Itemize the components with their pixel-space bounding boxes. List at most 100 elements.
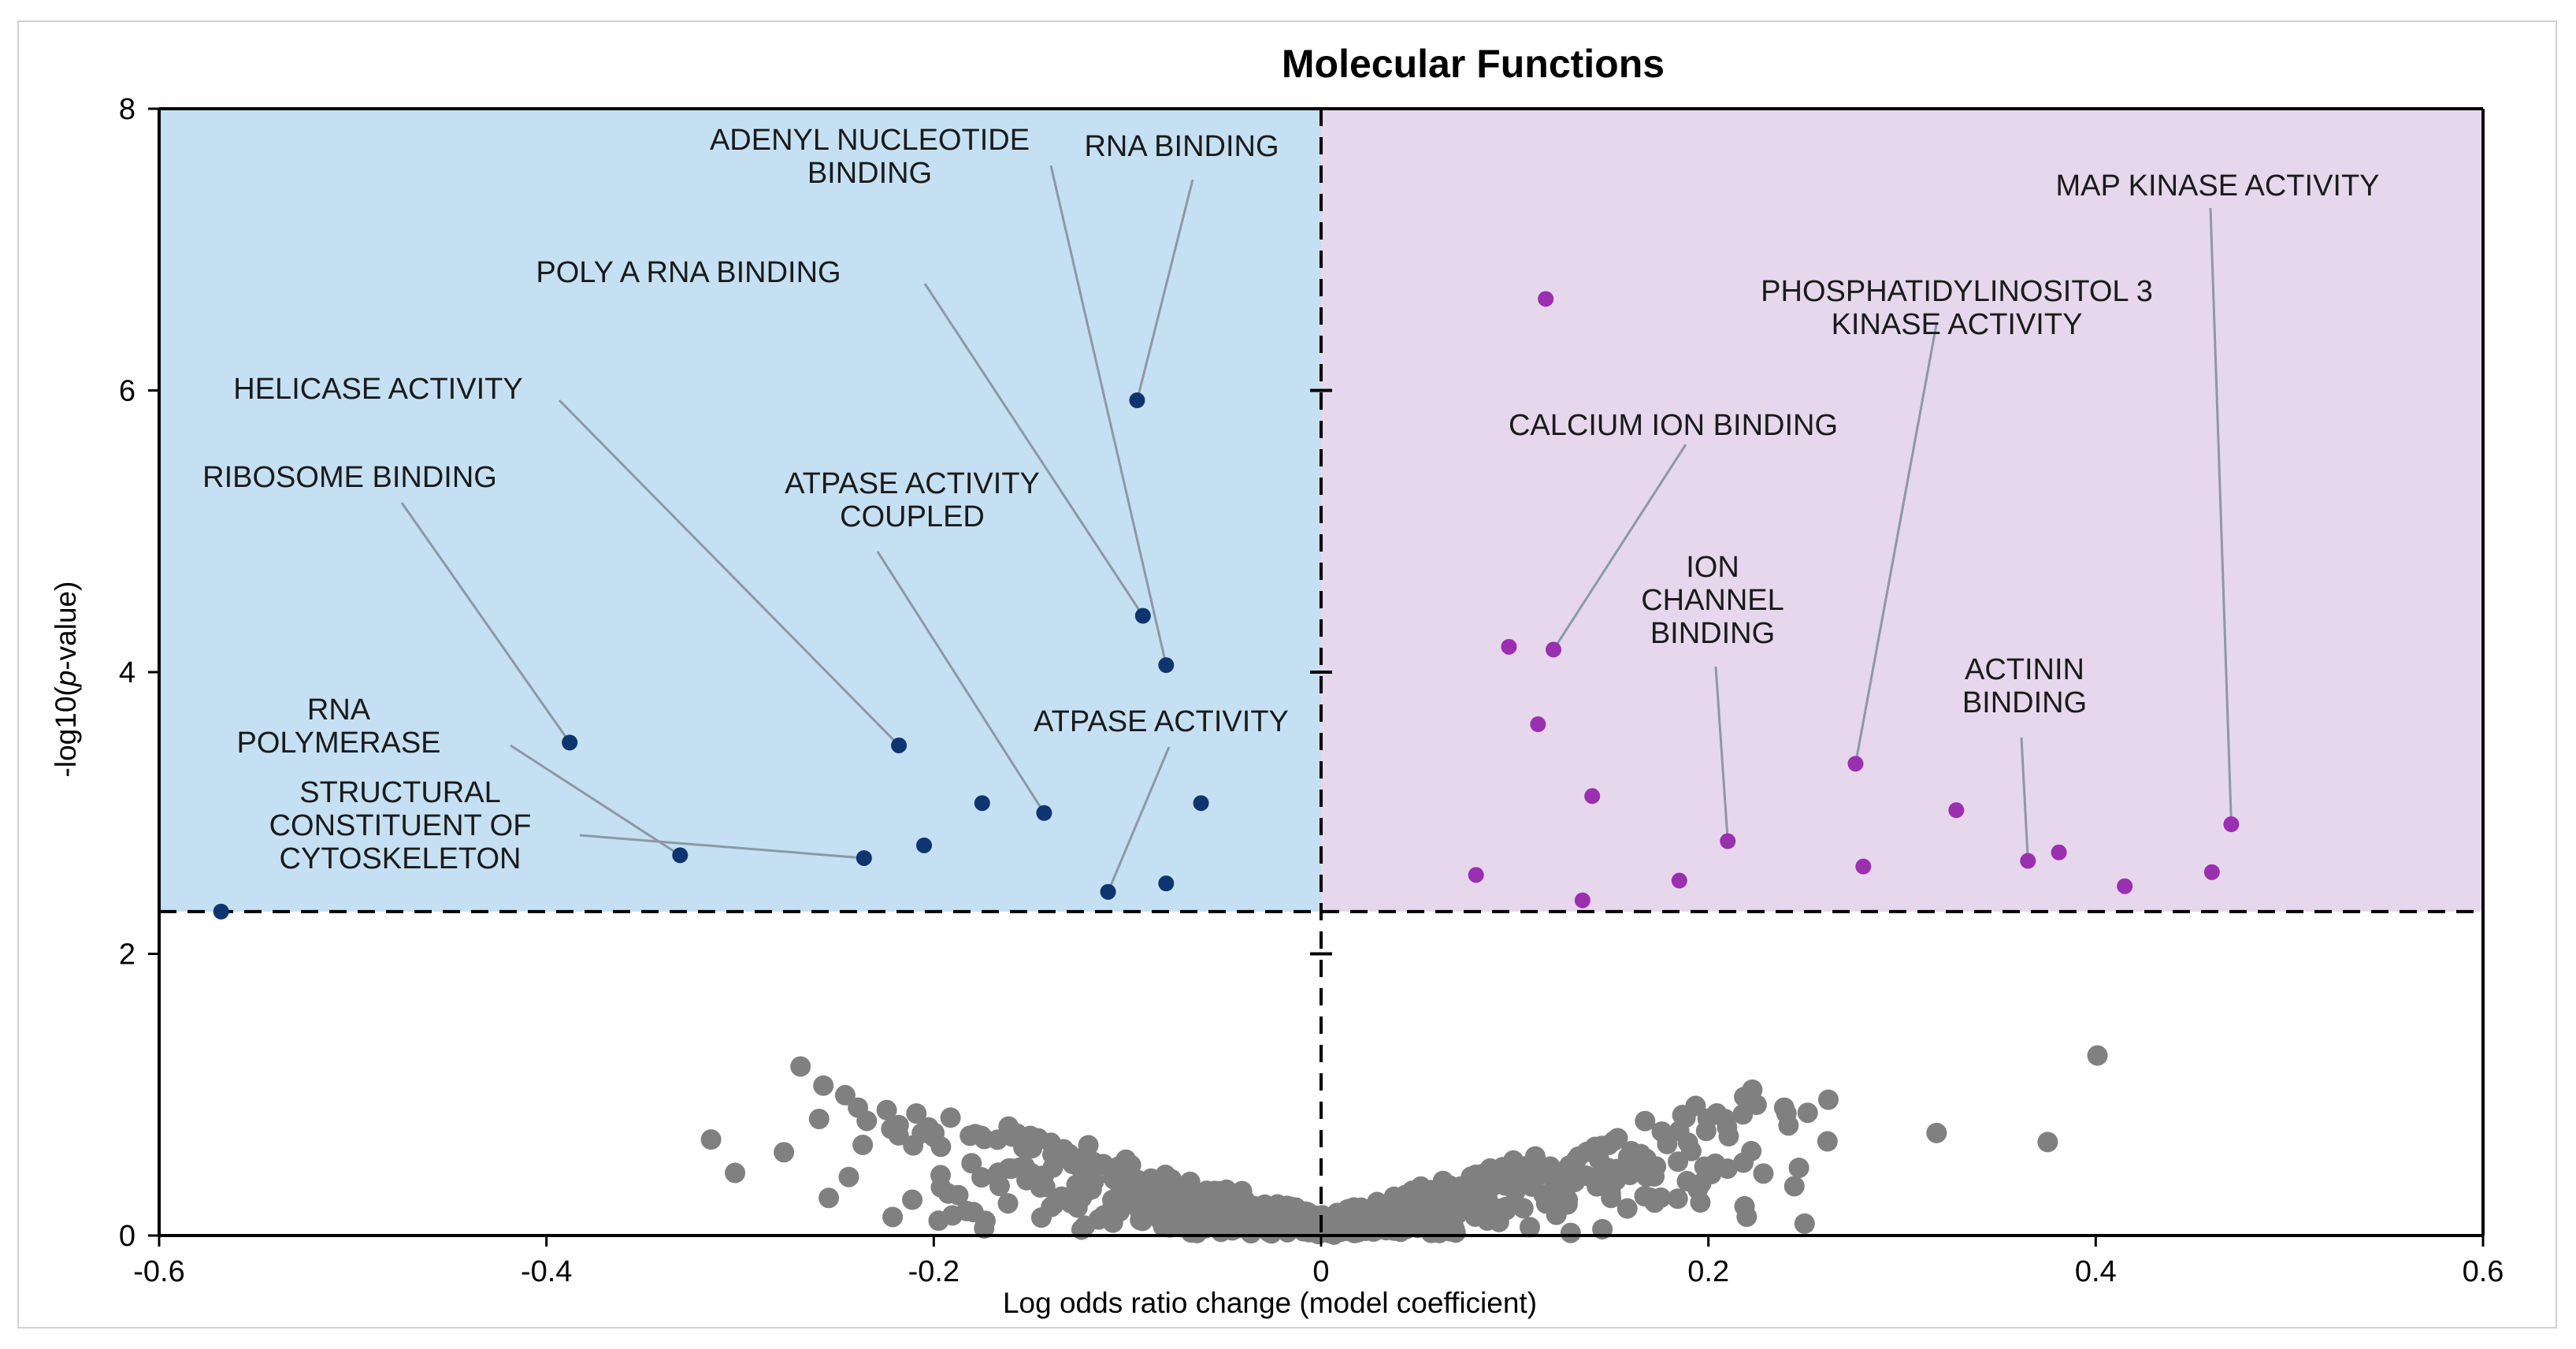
- decreased-term-point: [916, 837, 933, 853]
- decreased-term-point: [974, 795, 990, 812]
- increased-term-point: [1855, 858, 1872, 875]
- annotation-label-line: POLY A RNA BINDING: [536, 256, 841, 289]
- annotation-leader-line: [923, 283, 1145, 617]
- nonsignificant-point: [1424, 1201, 1446, 1222]
- nonsignificant-point: [1030, 1207, 1052, 1228]
- nonsignificant-point: [1093, 1154, 1114, 1176]
- nonsignificant-point: [876, 1099, 897, 1120]
- nonsignificant-point: [1557, 1189, 1579, 1210]
- nonsignificant-point: [1130, 1202, 1151, 1224]
- nonsignificant-point: [1479, 1175, 1500, 1196]
- nonsignificant-point: [930, 1165, 951, 1186]
- nonsignificant-point: [1601, 1187, 1622, 1209]
- nonsignificant-point: [1030, 1176, 1051, 1198]
- annotation-label-line: CONSTITUENT OF: [269, 809, 532, 842]
- x-tick-label: 0.4: [2075, 1255, 2117, 1288]
- nonsignificant-point: [1408, 1208, 1429, 1229]
- nonsignificant-point: [1657, 1133, 1678, 1154]
- nonsignificant-point: [1432, 1170, 1453, 1191]
- decreased-term-point: [1129, 392, 1145, 409]
- x-tick-label: 0: [1312, 1255, 1329, 1288]
- y-axis-label-italic: p: [50, 671, 82, 688]
- decreased-term-point: [1193, 795, 1209, 812]
- increased-term-point: [1538, 291, 1554, 307]
- nonsignificant-point: [1392, 1210, 1413, 1232]
- nonsignificant-point: [1156, 1175, 1177, 1196]
- nonsignificant-point: [1204, 1212, 1225, 1233]
- nonsignificant-point: [1675, 1107, 1696, 1128]
- nonsignificant-point: [1718, 1126, 1739, 1147]
- annotation-label-line: MAP KINASE ACTIVITY: [2055, 169, 2379, 203]
- nonsignificant-point: [1667, 1188, 1688, 1210]
- annotation-leader-line: [400, 502, 571, 744]
- nonsignificant-point: [1266, 1217, 1287, 1239]
- nonsignificant-point: [1776, 1102, 1797, 1124]
- nonsignificant-point: [1563, 1172, 1584, 1193]
- nonsignificant-point: [1488, 1211, 1509, 1232]
- nonsignificant-point: [1560, 1222, 1581, 1243]
- annotation-label-line: HELICASE ACTIVITY: [233, 373, 522, 406]
- nonsignificant-point: [1634, 1186, 1655, 1207]
- nonsignificant-point: [1078, 1135, 1099, 1156]
- annotation-label-line: PHOSPHATIDYLINOSITOL 3: [1761, 275, 2153, 308]
- x-tick-label: -0.6: [133, 1255, 184, 1288]
- decreased-term-point: [856, 849, 872, 866]
- nonsignificant-point: [882, 1206, 904, 1228]
- annotation-label-line: ATPASE ACTIVITY: [785, 467, 1040, 500]
- nonsignificant-point: [1524, 1146, 1546, 1167]
- nonsignificant-point: [1650, 1187, 1672, 1208]
- annotation-leader-line: [579, 834, 864, 860]
- nonsignificant-point: [1680, 1140, 1702, 1161]
- increased-term-point: [1468, 867, 1484, 883]
- annotation-leader-line: [558, 399, 900, 747]
- nonsignificant-point: [1042, 1157, 1063, 1178]
- annotation-label-line: ACTININ: [1965, 653, 2084, 686]
- annotation-label-line: BINDING: [1650, 617, 1775, 650]
- nonsignificant-point: [1797, 1102, 1818, 1124]
- nonsignificant-point: [1635, 1110, 1656, 1132]
- nonsignificant-point: [964, 1124, 985, 1145]
- increased-term-point: [1671, 872, 1687, 889]
- annotation-leaders: [400, 165, 2233, 893]
- nonsignificant-point: [2087, 1045, 2108, 1066]
- y-tick-label: 2: [119, 938, 135, 972]
- annotation-label-line: RNA: [307, 693, 371, 727]
- nonsignificant-point: [1513, 1198, 1534, 1219]
- nonsignificant-point: [1216, 1179, 1237, 1200]
- y-axis-label-suffix: -value): [50, 582, 82, 671]
- annotation-label-line: CALCIUM ION BINDING: [1509, 409, 1838, 442]
- nonsignificant-point: [1082, 1171, 1104, 1192]
- x-axis-label: Log odds ratio change (model coefficient…: [1003, 1287, 1537, 1319]
- annotation-label-line: STRUCTURAL: [299, 776, 500, 809]
- annotation-label-line: BINDING: [1962, 686, 2087, 719]
- annotation-label: MAP KINASE ACTIVITY: [2055, 169, 2379, 203]
- annotation-label-line: CHANNEL: [1641, 584, 1784, 617]
- nonsignificant-point: [1616, 1198, 1638, 1219]
- nonsignificant-points: [700, 1045, 2108, 1245]
- annotation-label-line: POLYMERASE: [236, 727, 440, 760]
- decreased-term-point: [1100, 883, 1116, 900]
- nonsignificant-point: [1697, 1108, 1718, 1129]
- nonsignificant-point: [1238, 1211, 1259, 1232]
- decreased-term-point: [1036, 805, 1052, 821]
- nonsignificant-point: [856, 1110, 878, 1132]
- nonsignificant-point: [1784, 1176, 1805, 1197]
- increased-term-point: [2020, 853, 2036, 869]
- y-tick-label: 4: [119, 656, 135, 689]
- nonsignificant-point: [1620, 1143, 1642, 1165]
- annotation-leader-line: [1107, 746, 1171, 893]
- nonsignificant-point: [937, 1183, 959, 1204]
- nonsignificant-point: [1383, 1186, 1405, 1207]
- annotation-label: RNA BINDING: [1084, 130, 1279, 163]
- increased-term-point: [1847, 756, 1864, 772]
- nonsignificant-point: [834, 1084, 856, 1106]
- decreased-term-point: [891, 737, 908, 753]
- nonsignificant-point: [1817, 1089, 1839, 1110]
- nonsignificant-point: [956, 1200, 978, 1221]
